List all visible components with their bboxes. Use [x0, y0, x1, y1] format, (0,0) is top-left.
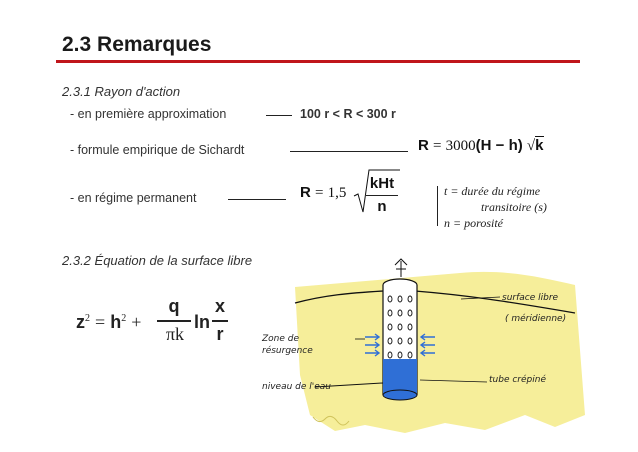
formula-k: k: [535, 136, 544, 154]
item-sichardt-label: - formule empirique de Sichardt: [70, 143, 245, 157]
page-title: 2.3 Remarques: [62, 33, 212, 56]
label-surface-libre: surface libre: [502, 293, 559, 303]
legend-bar: [437, 186, 438, 226]
section-heading-rayon: 2.3.1 Rayon d'action: [62, 84, 181, 99]
formula-denominator: n: [377, 198, 387, 215]
label-tube-crepine: tube crépiné: [489, 375, 546, 385]
formula-z-exponent: 2: [85, 313, 90, 324]
water-column: [383, 359, 417, 395]
tube-bottom: [382, 389, 418, 401]
formula-ln: ln: [194, 312, 210, 332]
leader-tube: [419, 379, 488, 383]
leader-surface: [460, 296, 501, 300]
item-regime-permanent-label: - en régime permanent: [70, 191, 197, 205]
formula-paren: (H − h): [475, 137, 523, 154]
item-first-approximation-label: - en première approximation: [70, 107, 227, 121]
free-surface-left: [294, 290, 384, 304]
soil-region: [295, 271, 585, 433]
legend-line-3: n = porosité: [444, 216, 503, 230]
regime-permanent-formula: R = 1,5: [300, 184, 346, 202]
formula-q: q: [168, 296, 180, 316]
formula-eq: =: [433, 138, 442, 154]
formula-numerator: kHt: [369, 175, 395, 192]
formula-plus: +: [131, 312, 142, 332]
formula-eq: =: [315, 185, 324, 201]
fraction-bar: [366, 195, 398, 196]
connector-line: [266, 115, 292, 116]
fraction-bar: [157, 320, 191, 322]
formula-pik: πk: [165, 324, 185, 344]
label-niveau-eau: niveau de l'eau: [262, 382, 331, 392]
formula-x: x: [214, 296, 225, 316]
surface-libre-formula-left: z2 = h2 +: [76, 312, 141, 333]
sqrt-radical-icon: [353, 169, 400, 213]
connector-line: [228, 199, 286, 200]
formula-coef: 1,5: [327, 185, 347, 201]
title-underline: [56, 60, 580, 63]
label-meridienne: ( méridienne): [505, 314, 567, 324]
formula-eq: =: [95, 312, 106, 332]
formula-lhs: R: [300, 184, 311, 201]
formula-lhs: R: [418, 137, 429, 154]
connector-line: [290, 151, 408, 152]
water-level-leader: [314, 382, 384, 388]
item-first-approximation-value: 100 r < R < 300 r: [300, 107, 396, 121]
section-heading-surface-libre: 2.3.2 Équation de la surface libre: [62, 253, 253, 268]
legend-line-2: transitoire (s): [481, 200, 547, 214]
tube-perforations: [387, 295, 413, 359]
formula-z: z: [76, 312, 85, 332]
formula-coef: 3000: [445, 138, 476, 154]
sichardt-formula: R = 3000(H − h) √k: [418, 136, 544, 155]
label-resurgence: résurgence: [262, 346, 313, 356]
free-surface-right: [414, 290, 576, 314]
soil-texture: [312, 415, 350, 426]
arrow-up-icon: [394, 258, 408, 277]
sqrt-sign: √: [526, 138, 536, 154]
inflow-arrows-icon: [365, 333, 435, 357]
fraction-bar: [212, 320, 228, 322]
formula-h-exponent: 2: [121, 313, 127, 324]
legend-line-1: t = durée du régime: [444, 184, 541, 198]
formula-h: h: [110, 312, 122, 332]
formula-r: r: [216, 324, 224, 344]
well-diagram: [294, 258, 585, 433]
label-zone-de: Zone de: [262, 334, 300, 344]
